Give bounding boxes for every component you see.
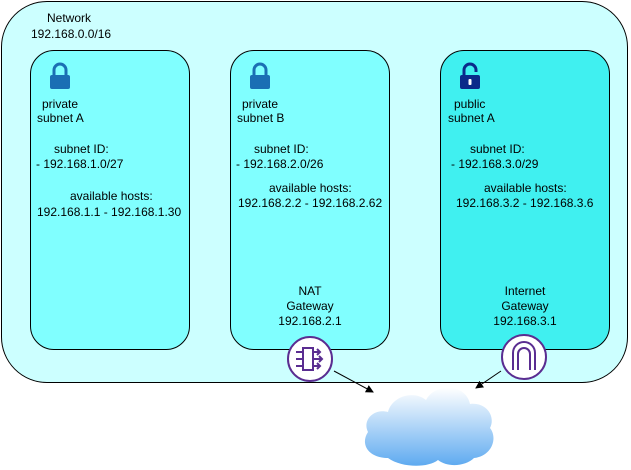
available-hosts-range: 192.168.3.2 - 192.168.3.6 [456,196,594,210]
available-hosts-label: available hosts: [269,181,352,195]
subnet-private-a [30,50,190,350]
gateway-label-line2: Gateway [501,299,549,313]
subnet-name-line1: public [454,97,486,111]
unlock-icon [460,62,480,89]
available-hosts-range: 192.168.2.2 - 192.168.2.62 [238,196,383,210]
internet-gateway-icon [501,334,547,380]
subnet-name-line2: subnet A [448,111,495,125]
subnet-name-line1: private [242,97,279,111]
subnet-id-value: - 192.168.2.0/26 [236,157,324,171]
cloud-icon [364,387,494,466]
subnet-id-label: subnet ID: [54,142,109,156]
subnet-id-value: - 192.168.1.0/27 [36,157,124,171]
subnet-id-label: subnet ID: [470,142,525,156]
gateway-ip: 192.168.2.1 [278,314,342,328]
available-hosts-label: available hosts: [484,181,567,195]
nat-gateway-icon [287,336,333,382]
subnet-private-b [230,50,390,350]
gateway-label-line1: NAT [298,284,322,298]
network-cidr: 192.168.0.0/16 [31,27,112,41]
available-hosts-label: available hosts: [70,189,153,203]
network-label: Network [47,11,92,25]
subnet-id-label: subnet ID: [254,142,309,156]
subnet-name-line2: subnet B [237,111,285,125]
lock-icon [50,62,70,89]
subnet-name-line2: subnet A [37,111,84,125]
gateway-ip: 192.168.3.1 [493,314,557,328]
gateway-label-line1: Internet [504,284,546,298]
subnet-name-line1: private [42,97,79,111]
available-hosts-range: 192.168.1.1 - 192.168.1.30 [37,205,182,219]
lock-icon [250,62,270,89]
gateway-label-line2: Gateway [286,299,334,313]
nat-to-cloud-arrow [333,370,374,393]
subnet-id-value: - 192.168.3.0/29 [451,157,539,171]
subnet-public-a [440,50,610,350]
igw-to-cloud-arrow [475,370,502,389]
